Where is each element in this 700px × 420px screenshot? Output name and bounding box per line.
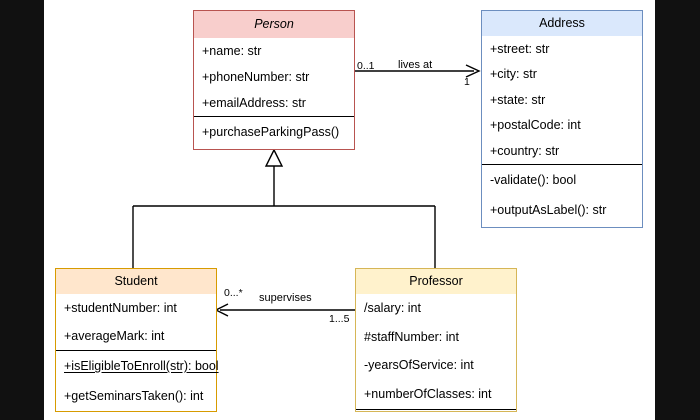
attribute-row: /salary: int (364, 301, 421, 316)
class-box-professor[interactable]: Professor /salary: int #staffNumber: int… (355, 268, 517, 412)
attribute-row: +emailAddress: str (202, 96, 306, 110)
method-row: +outputAsLabel(): str (490, 203, 607, 217)
class-methods-address: -validate(): bool +outputAsLabel(): str (482, 164, 642, 226)
attribute-row: +city: str (490, 67, 537, 82)
class-title-student: Student (56, 269, 216, 294)
class-attributes-address: +street: str +city: str +state: str +pos… (482, 36, 642, 164)
class-attributes-person: +name: str +phoneNumber: str +emailAddre… (194, 38, 354, 116)
attribute-row: +street: str (490, 41, 550, 56)
class-title-address: Address (482, 11, 642, 36)
method-row: -validate(): bool (490, 173, 577, 187)
attribute-row: +phoneNumber: str (202, 70, 310, 84)
attribute-row: -yearsOfService: int (364, 358, 474, 373)
attribute-row: +postalCode: int (490, 118, 581, 133)
class-title-professor: Professor (356, 269, 516, 294)
class-methods-professor (356, 409, 516, 413)
letterbox-right (655, 0, 700, 420)
class-box-person[interactable]: Person +name: str +phoneNumber: str +ema… (193, 10, 355, 150)
class-box-student[interactable]: Student +studentNumber: int +averageMark… (55, 268, 219, 412)
attribute-row: #staffNumber: int (364, 329, 459, 344)
supervises-target-multiplicity: 0...* (224, 287, 243, 299)
attribute-row: +averageMark: int (64, 329, 165, 343)
method-label: +isEligibleToEnroll(str): bool (64, 359, 219, 373)
attribute-row: +name: str (202, 44, 262, 58)
supervises-source-multiplicity: 1...5 (329, 313, 350, 325)
class-title-person: Person (194, 11, 354, 38)
method-row: +getSeminarsTaken(): int (64, 389, 204, 403)
class-attributes-professor: /salary: int #staffNumber: int -yearsOfS… (356, 294, 516, 409)
attribute-row: +numberOfClasses: int (364, 386, 492, 401)
class-methods-person: +purchaseParkingPass() (194, 116, 354, 148)
class-methods-student: +isEligibleToEnroll(str): bool +getSemin… (56, 350, 219, 410)
method-row: +purchaseParkingPass() (202, 125, 340, 139)
lives-at-target-multiplicity: 1 (464, 76, 470, 88)
supervises-label: supervises (259, 292, 312, 304)
class-attributes-student: +studentNumber: int +averageMark: int (56, 294, 216, 350)
attribute-row: +state: str (490, 92, 546, 107)
lives-at-source-multiplicity: 0..1 (357, 60, 375, 72)
method-row-static: +isEligibleToEnroll(str): bool (56, 351, 219, 381)
class-box-address[interactable]: Address +street: str +city: str +state: … (481, 10, 643, 228)
letterbox-left (0, 0, 44, 420)
attribute-row: +studentNumber: int (64, 301, 177, 315)
attribute-row: +country: str (490, 143, 560, 158)
lives-at-label: lives at (398, 59, 433, 71)
